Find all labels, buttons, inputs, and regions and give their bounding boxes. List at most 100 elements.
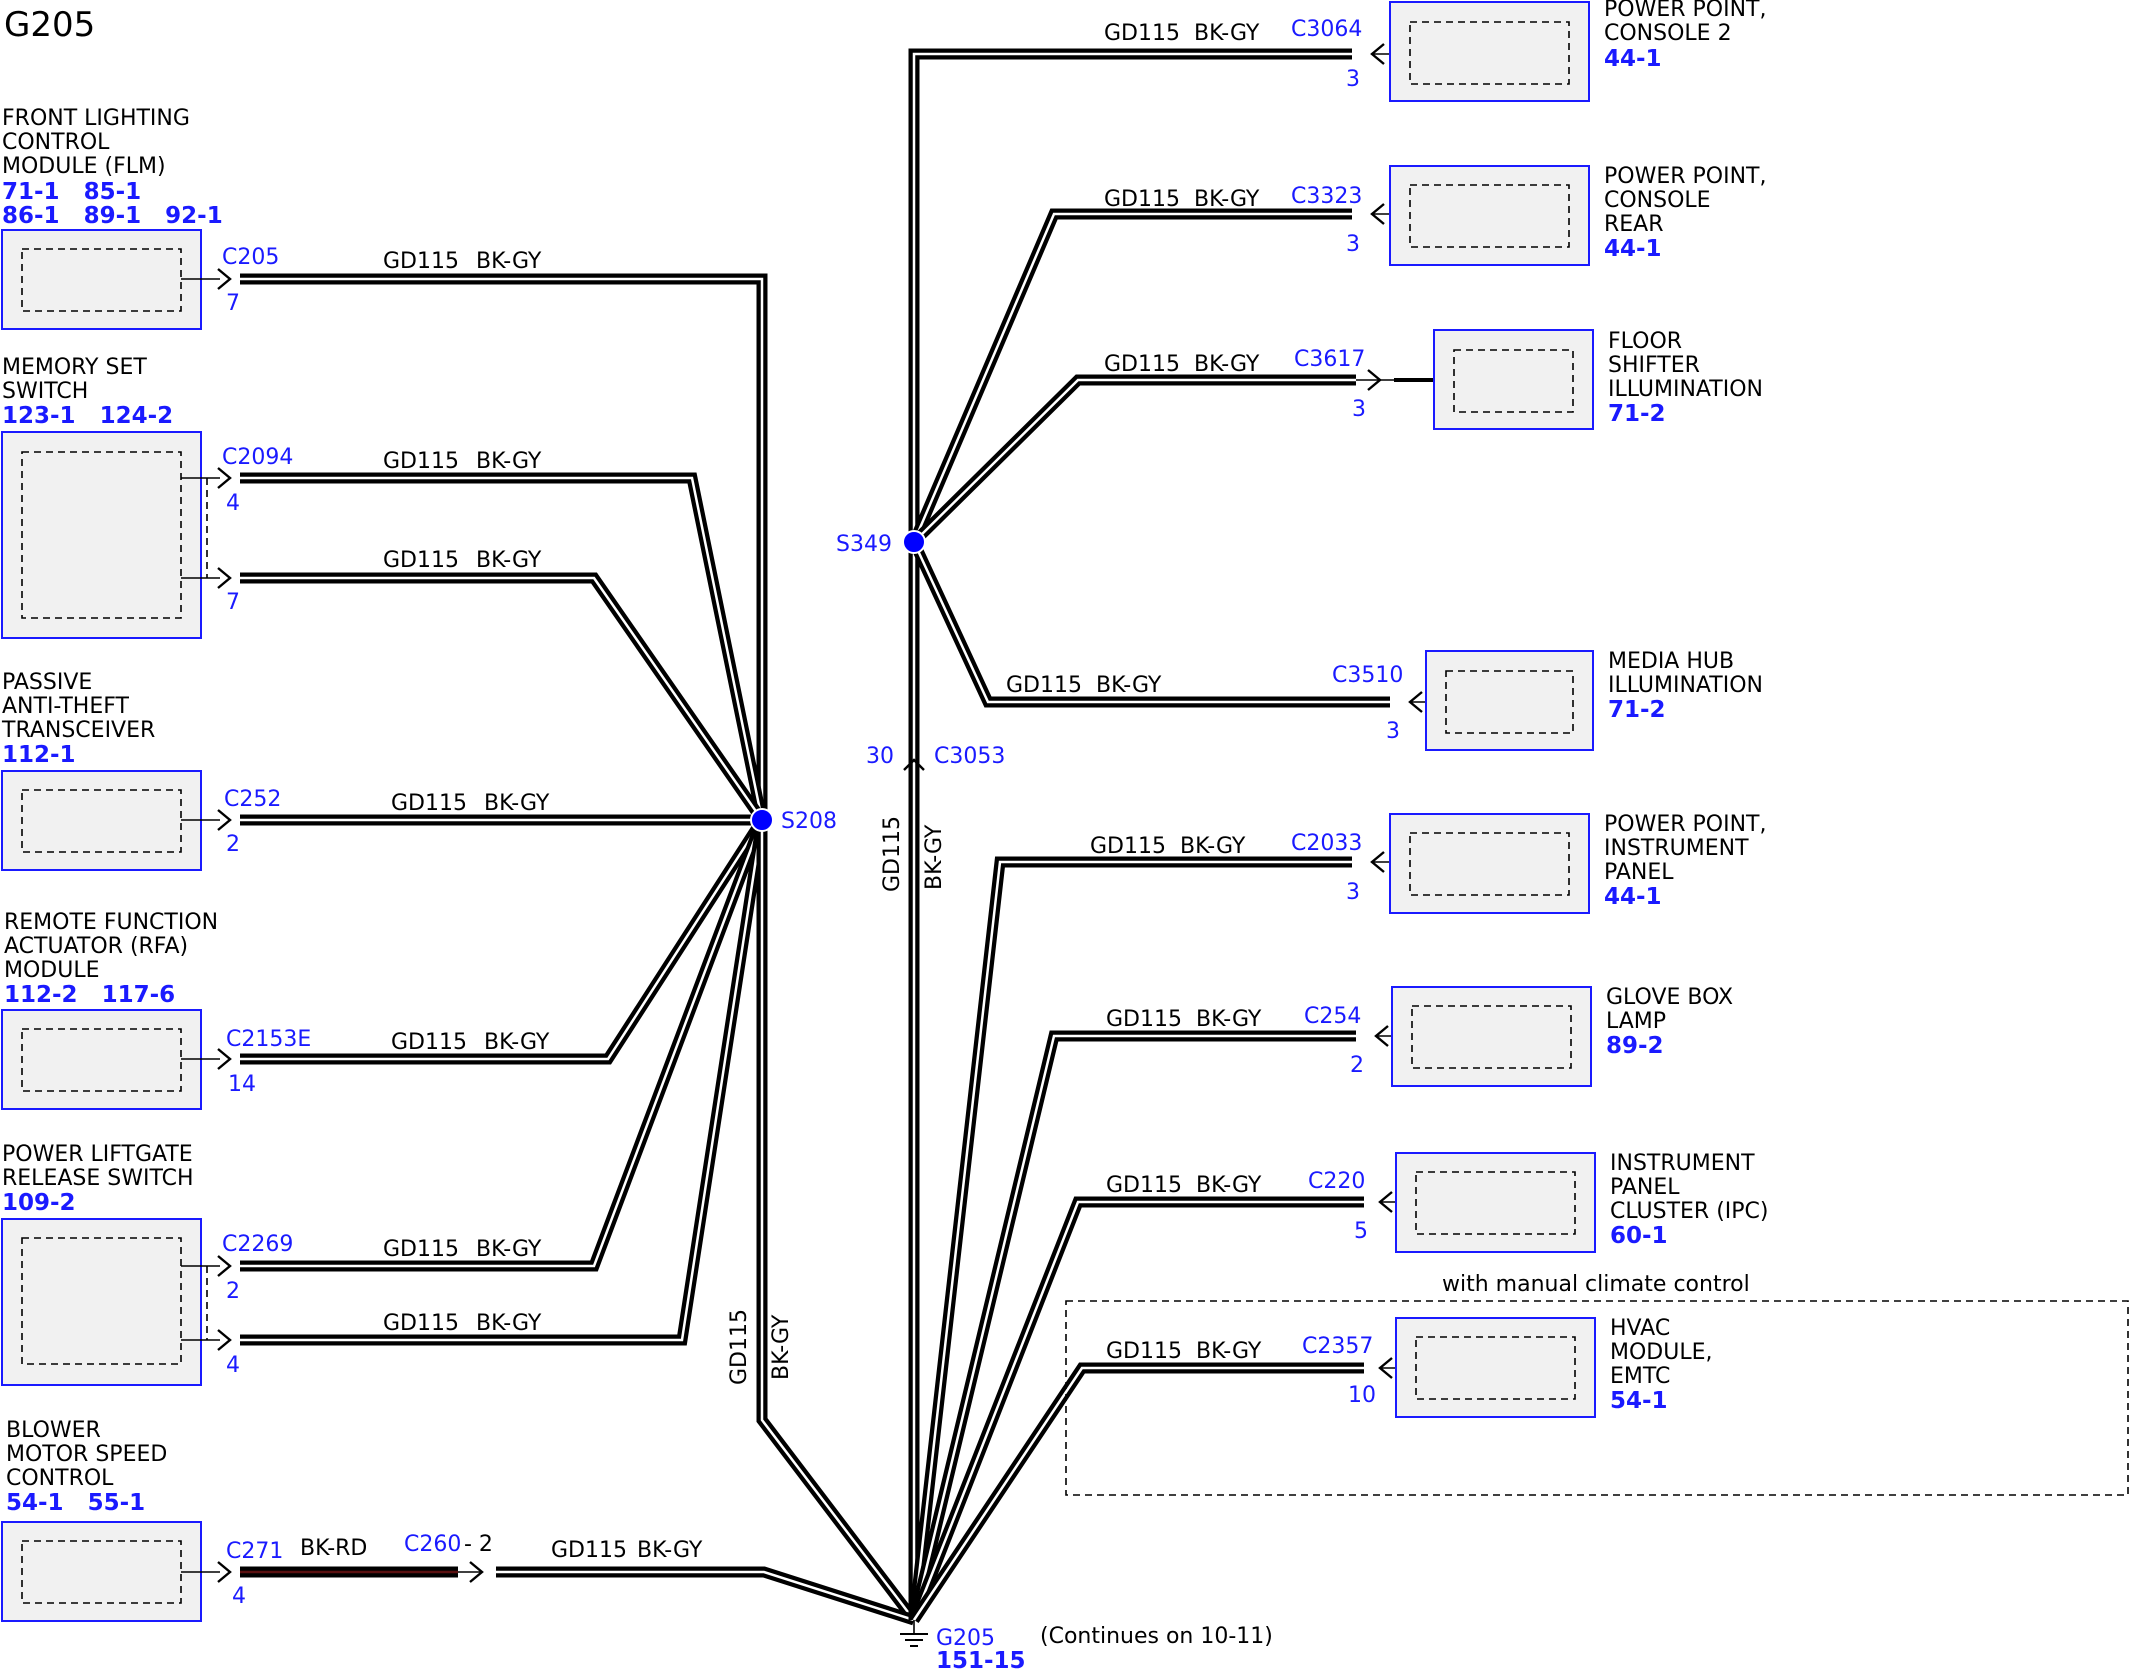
connector-c3053[interactable]: C3053 [934, 744, 1005, 769]
connector-c220[interactable]: C220 [1308, 1169, 1365, 1194]
left-connector-labels: C205 7 C2094 4 7 C252 2 C2153E 14 C2269 … [222, 245, 493, 1609]
connector-c271[interactable]: C271 [226, 1539, 283, 1564]
wire-label-vertical-left-color: BK-GY [769, 1314, 794, 1380]
floor-shifter-ref[interactable]: 71-2 [1608, 401, 1666, 427]
connector-c260[interactable]: C260 [404, 1532, 461, 1557]
liftgate-switch-ref[interactable]: 109-2 [2, 1190, 76, 1216]
wire-label-c3064-circuit: GD115 [1104, 21, 1180, 46]
ipc-ref[interactable]: 60-1 [1610, 1223, 1668, 1249]
page-title: G205 [4, 5, 95, 45]
option-region [1065, 1300, 2129, 1496]
connector-c2269[interactable]: C2269 [222, 1232, 293, 1257]
splice-s349-label: S349 [836, 532, 892, 557]
connector-c2094[interactable]: C2094 [222, 445, 293, 470]
pin-c2269-2: 2 [226, 1279, 240, 1304]
wire-label-c3510-circuit: GD115 [1006, 673, 1082, 698]
pin-c3053: 30 [866, 744, 894, 769]
wire-label-c220-color: BK-GY [1196, 1173, 1262, 1198]
connector-c2033[interactable]: C2033 [1291, 831, 1362, 856]
pin-c3510: 3 [1386, 719, 1400, 744]
pin-c2269-4: 4 [226, 1353, 240, 1378]
power-point-console-2-ref[interactable]: 44-1 [1604, 46, 1662, 72]
connector-c205[interactable]: C205 [222, 245, 279, 270]
connector-c2153e[interactable]: C2153E [226, 1027, 311, 1052]
splice-s208-icon[interactable] [750, 808, 774, 832]
wire-label-c3064-color: BK-GY [1194, 21, 1260, 46]
connector-c252[interactable]: C252 [224, 787, 281, 812]
wire-label-c260-color: BK-GY [637, 1538, 703, 1563]
wire-label-c3510-color: BK-GY [1096, 673, 1162, 698]
connector-c2357[interactable]: C2357 [1302, 1334, 1373, 1359]
wire-g205-c2357 [909, 1362, 1364, 1624]
ground-g205: G205 151-15 (Continues on 10-11) [900, 1620, 1273, 1670]
connector-c3510[interactable]: C3510 [1332, 663, 1403, 688]
power-point-ip-ref[interactable]: 44-1 [1604, 884, 1662, 910]
wire-s349-c3323 [908, 208, 1352, 545]
pin-c220: 5 [1354, 1219, 1368, 1244]
flm-box [1, 229, 202, 330]
wire-c2094-7-s208 [240, 572, 767, 824]
ground-g205-ref[interactable]: 151-15 [936, 1648, 1026, 1670]
connector-c254[interactable]: C254 [1304, 1004, 1361, 1029]
wire-s208-g205 [756, 820, 919, 1624]
pin-c205: 7 [226, 291, 240, 316]
connector-c3617[interactable]: C3617 [1294, 347, 1365, 372]
media-hub-ref[interactable]: 71-2 [1608, 697, 1666, 723]
wire-label-c252-circuit: GD115 [391, 791, 467, 816]
c260-arrow-icon [469, 1561, 484, 1583]
blower-ref[interactable]: 54-1 55-1 [6, 1490, 145, 1516]
hvac-ref[interactable]: 54-1 [1610, 1388, 1668, 1414]
flm-ref-line-1[interactable]: 71-1 85-1 [2, 179, 141, 205]
pin-c3323: 3 [1346, 232, 1360, 257]
pin-c254: 2 [1350, 1053, 1364, 1078]
wires [240, 48, 1390, 1626]
wire-label-vertical-left-circuit: GD115 [727, 1309, 752, 1385]
wire-g205-c254 [908, 1030, 1356, 1622]
connector-c3323[interactable]: C3323 [1291, 184, 1362, 209]
wire-label-trunk-circuit: GD115 [880, 816, 905, 892]
glove-box-lamp-ref[interactable]: 89-2 [1606, 1033, 1664, 1059]
wire-label-c2153e-circuit: GD115 [391, 1030, 467, 1055]
c2269-pin2-arrow-icon [217, 1255, 232, 1277]
power-point-ip-box [1389, 813, 1590, 914]
wire-label-trunk-color: BK-GY [922, 824, 947, 890]
wire-label-c252-color: BK-GY [484, 791, 550, 816]
flm-ref-line-2[interactable]: 86-1 89-1 92-1 [2, 203, 223, 229]
wire-g205-c220 [908, 1196, 1364, 1623]
wire-c2153e-s208 [240, 817, 767, 1065]
connector-c3064[interactable]: C3064 [1291, 17, 1362, 42]
left-wire-labels: GD115 BK-GY GD115 BK-GY GD115 BK-GY GD11… [300, 249, 794, 1563]
wire-label-c205-color: BK-GY [476, 249, 542, 274]
c2094-pin4-arrow-icon [217, 467, 232, 489]
wire-label-c2153e-color: BK-GY [484, 1030, 550, 1055]
blower-box [1, 1521, 202, 1622]
pats-ref[interactable]: 112-1 [2, 742, 76, 768]
c2094-pin7-arrow-icon [217, 567, 232, 589]
power-point-console-rear-box [1389, 165, 1590, 266]
splice-s349-icon[interactable] [902, 530, 926, 554]
c2153e-arrow-icon [217, 1048, 232, 1070]
power-point-console-2-box [1389, 1, 1590, 102]
rfa-ref[interactable]: 112-2 117-6 [4, 982, 175, 1008]
pin-c252: 2 [226, 832, 240, 857]
pin-c2094-4: 4 [226, 491, 240, 516]
wire-label-c2033-color: BK-GY [1180, 834, 1246, 859]
pin-c2094-7: 7 [226, 590, 240, 615]
wire-label-c205-circuit: GD115 [383, 249, 459, 274]
power-point-console-rear-ref[interactable]: 44-1 [1604, 236, 1662, 262]
memory-set-switch-ref[interactable]: 123-1 124-2 [2, 403, 173, 429]
wire-g205-c2033 [908, 856, 1352, 1621]
